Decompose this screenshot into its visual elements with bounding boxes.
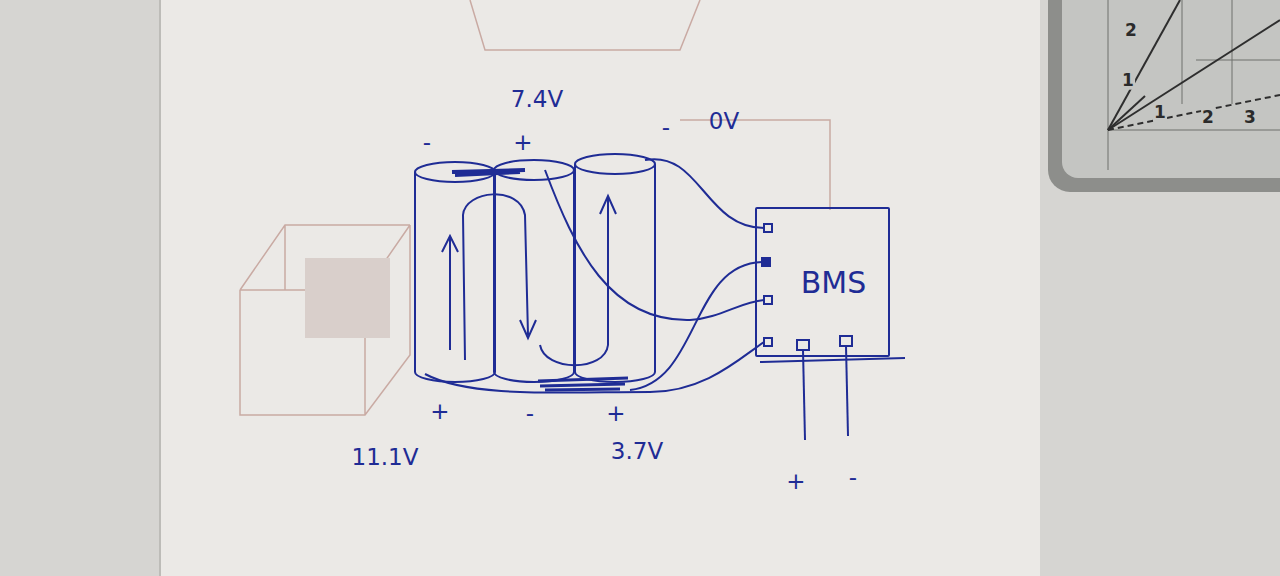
balance-wire — [630, 262, 762, 390]
cell-body — [415, 172, 495, 382]
mat-grid-line — [1196, 60, 1280, 61]
polarity-sign: + — [513, 130, 532, 155]
ruler-number: 3 — [1243, 108, 1257, 127]
pencil-funnel — [470, 0, 700, 50]
ruler-number: 2 — [1201, 108, 1215, 127]
cell-top — [575, 154, 655, 174]
paper-edge — [159, 0, 161, 576]
pencil-shading — [305, 258, 390, 338]
mat-rim — [1048, 0, 1280, 192]
voltage-label: 0V — [709, 109, 739, 134]
cell-body — [575, 164, 655, 382]
mat-angle-line — [1108, 0, 1180, 130]
polarity-sign: - — [662, 115, 670, 140]
current-arrow — [442, 236, 458, 350]
balance-wire — [645, 159, 764, 228]
polarity-sign: + — [430, 399, 449, 424]
solder-pad — [764, 338, 772, 346]
mat-angle-lines — [1108, 0, 1280, 130]
battery-cells — [415, 154, 655, 390]
nickel-strip — [538, 378, 628, 390]
output-pad — [797, 340, 809, 350]
mat-grid-line — [1108, 0, 1109, 170]
board-label: BMS — [801, 265, 867, 300]
cutting-mat — [1048, 0, 1280, 192]
polarity-sign: - — [423, 130, 431, 155]
balance-wires — [425, 159, 764, 393]
mat-angle-line — [1108, 96, 1145, 130]
pencil-sketch — [240, 0, 830, 415]
bms-pads — [760, 224, 905, 440]
voltage-label: 7.4V — [511, 87, 563, 112]
balance-wire — [425, 342, 764, 393]
mat-angle-line — [1108, 95, 1280, 130]
polarity-sign: + — [786, 469, 805, 494]
voltage-label: 3.7V — [611, 439, 663, 464]
ruler-number: 1 — [1121, 71, 1135, 90]
mat-grid — [1108, 0, 1280, 170]
mat-surface — [1062, 0, 1280, 178]
solder-pad — [764, 224, 772, 232]
paper-sheet — [160, 0, 1040, 576]
pencil-line — [680, 120, 830, 210]
balance-wire — [545, 170, 764, 320]
mat-angle-line — [1108, 20, 1280, 130]
board-edge — [760, 358, 905, 362]
output-pad — [840, 336, 852, 346]
polarity-sign: - — [849, 465, 857, 490]
solder-pad — [764, 296, 772, 304]
polarity-sign: + — [606, 401, 625, 426]
nickel-strip — [452, 170, 525, 175]
solder-pad — [762, 258, 770, 266]
current-arrow — [540, 196, 616, 365]
cell-cylinder — [575, 154, 655, 382]
current-arrow — [463, 194, 536, 360]
ruler-number: 1 — [1153, 103, 1167, 122]
bms-board: BMS — [755, 207, 890, 357]
voltage-label: 11.1V — [352, 445, 419, 470]
output-lead — [846, 346, 848, 436]
cell-cylinder — [494, 160, 574, 382]
mat-grid-line — [1108, 130, 1280, 131]
ruler-number: 2 — [1124, 21, 1138, 40]
cell-body — [494, 170, 574, 382]
polarity-sign: - — [526, 401, 534, 426]
mat-grid-line — [1182, 0, 1183, 104]
output-lead — [803, 350, 805, 440]
pencil-box — [240, 225, 410, 415]
